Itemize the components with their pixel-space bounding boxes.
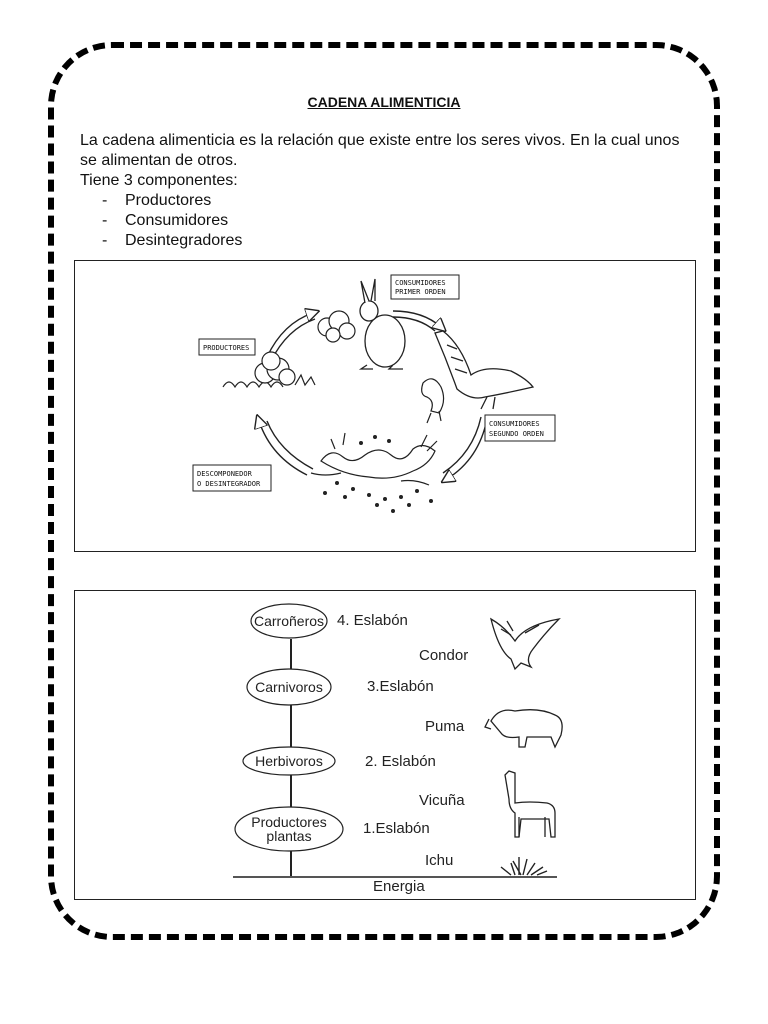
food-chain-figure: Energia Carroñeros 4. Eslabón Condor Car… (74, 590, 696, 900)
level-1: Productores plantas 1.Eslabón Ichu (234, 806, 453, 869)
group-label: Herbivoros (255, 753, 323, 769)
list-item: Productores (80, 191, 700, 211)
energy-label: Energia (373, 878, 425, 895)
link-label: 1.Eslabón (363, 820, 430, 837)
bird-icon (434, 330, 535, 410)
link-label: 2. Eslabón (365, 753, 436, 770)
leaves-decoration (323, 435, 433, 513)
vicuna-icon (504, 770, 556, 838)
food-cycle-diagram: PRODUCTORES CONSUMIDORES PRIMER ORDEN CO… (192, 274, 556, 513)
label-descomponedor-line1: DESCOMPONEDOR (197, 470, 253, 478)
list-item: Desintegradores (80, 231, 700, 251)
condor-icon (489, 617, 561, 671)
label-productores: PRODUCTORES (198, 338, 256, 356)
animal-label: Condor (419, 647, 468, 664)
level-4: Carroñeros 4. Eslabón Condor (250, 603, 468, 664)
label-consumidores-primer: CONSUMIDORES PRIMER ORDEN (390, 274, 460, 300)
oval-carnivoros (246, 668, 332, 706)
list-item: Consumidores (80, 211, 700, 231)
plant-icon (222, 351, 316, 389)
label-descomponedor: DESCOMPONEDOR O DESINTEGRADOR (192, 464, 272, 492)
level-2: Herbivoros 2. Eslabón Vicuña (242, 746, 465, 809)
group-label: Carroñeros (254, 613, 324, 629)
oval-carroneros (250, 603, 328, 639)
animal-label: Vicuña (419, 792, 465, 809)
link-label: 3.Eslabón (367, 678, 434, 695)
small-prey-icon (421, 378, 445, 424)
label-descomponedor-line2: O DESINTEGRADOR (197, 480, 261, 488)
bush-icon (317, 310, 356, 343)
decomposer-icon (310, 432, 438, 486)
intro-text: La cadena alimenticia es la relación que… (80, 131, 700, 251)
grass-icon (500, 857, 548, 876)
oval-productores (234, 806, 344, 852)
level-3: Carnivoros 3.Eslabón Puma (246, 668, 465, 735)
intro-paragraph: La cadena alimenticia es la relación que… (80, 132, 680, 169)
food-chain-diagram: Energia Carroñeros 4. Eslabón Condor Car… (233, 603, 563, 895)
label-consumidores-primer-line1: CONSUMIDORES (395, 279, 446, 287)
puma-icon (484, 709, 563, 749)
animal-label: Ichu (425, 852, 453, 869)
label-consumidores-segundo: CONSUMIDORES SEGUNDO ORDEN (484, 414, 556, 442)
oval-herbivoros (242, 746, 336, 776)
page-title: CADENA ALIMENTICIA (307, 94, 461, 110)
label-productores-text: PRODUCTORES (203, 344, 249, 352)
dashed-page-border (48, 42, 720, 940)
group-label-line2: plantas (266, 828, 311, 844)
group-label: Carnivoros (255, 679, 323, 695)
components-intro: Tiene 3 componentes: (80, 172, 238, 189)
group-label-line1: Productores (251, 814, 326, 830)
label-consumidores-primer-line2: PRIMER ORDEN (395, 288, 446, 296)
rabbit-icon (358, 278, 406, 370)
components-list: Productores Consumidores Desintegradores (80, 191, 700, 251)
label-consumidores-segundo-line1: CONSUMIDORES (489, 420, 540, 428)
link-label: 4. Eslabón (337, 612, 408, 629)
label-consumidores-segundo-line2: SEGUNDO ORDEN (489, 430, 544, 438)
food-cycle-figure: PRODUCTORES CONSUMIDORES PRIMER ORDEN CO… (74, 260, 696, 552)
animal-label: Puma (425, 718, 465, 735)
